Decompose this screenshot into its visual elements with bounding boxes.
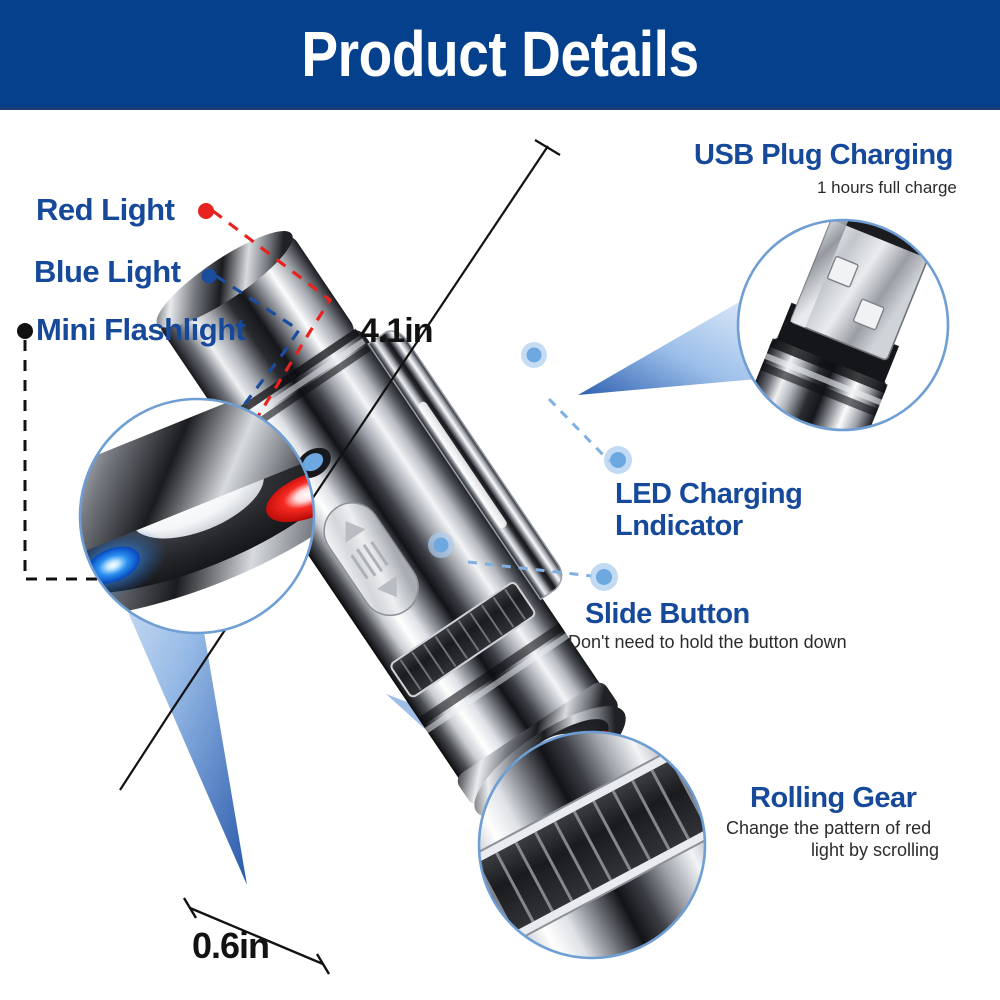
usb-magnifier-outline <box>736 218 950 432</box>
label-rolling-gear: Rolling Gear <box>750 782 917 814</box>
label-led-indicator: Lndicator <box>615 510 743 542</box>
label-rolling-gear-subtitle-2: light by scrolling <box>810 840 939 860</box>
ring-4 <box>424 632 570 734</box>
ring-2 <box>232 345 371 442</box>
gear-magnifier-outline <box>477 730 707 960</box>
header-divider <box>0 107 1000 110</box>
body-callout-dot <box>526 347 542 363</box>
label-slide-button: Slide Button <box>585 598 750 630</box>
header-banner <box>0 0 1000 107</box>
diameter-dimension-line <box>182 897 331 975</box>
slide-button-grip-lines <box>350 541 389 580</box>
label-red-light: Red Light <box>36 192 175 227</box>
red-light-leader-line <box>212 209 333 476</box>
label-diameter-dimension: 0.6in <box>192 925 270 966</box>
ring-highlight <box>227 338 366 434</box>
rolling-gear-wheel[interactable] <box>390 581 537 698</box>
red-light-marker-dot <box>198 203 214 219</box>
label-mini-flashlight: Mini Flashlight <box>36 312 246 347</box>
slide-button-callout-dot <box>596 569 612 585</box>
label-length-dimension: 4.1in <box>360 312 433 350</box>
led-indicator-callout-line <box>547 397 612 464</box>
mini-flashlight-marker-dot <box>17 323 33 339</box>
label-blue-light: Blue Light <box>34 254 181 289</box>
label-led-charging: LED Charging <box>615 478 803 510</box>
label-usb-subtitle: 1 hours full charge <box>817 178 957 197</box>
slide-button-callout-line <box>467 560 593 578</box>
led-charging-indicator <box>302 453 324 472</box>
tail-end <box>156 231 293 328</box>
cone-to-usb-magnifier <box>578 290 768 395</box>
slide-button-anchor-dot <box>433 537 449 553</box>
led-indicator-callout-dot <box>610 452 626 468</box>
label-slide-button-subtitle: Don't need to hold the button down <box>568 632 847 652</box>
label-rolling-gear-subtitle-1: Change the pattern of red <box>726 818 932 838</box>
ring-1 <box>221 328 360 426</box>
slide-button-up-arrow-icon <box>345 521 366 543</box>
ring-3 <box>418 623 565 726</box>
blue-light-marker-dot <box>201 268 217 284</box>
mini-flashlight-leader-line <box>23 340 207 581</box>
slide-button-down-arrow-icon <box>376 575 397 598</box>
label-usb-plug-charging: USB Plug Charging <box>694 139 953 171</box>
page-title: Product Details <box>301 18 699 90</box>
usb-plug-magnifier <box>736 218 950 432</box>
clip-highlight <box>418 401 507 529</box>
head-magnifier-outline <box>78 397 316 635</box>
tail-cap <box>160 235 354 420</box>
